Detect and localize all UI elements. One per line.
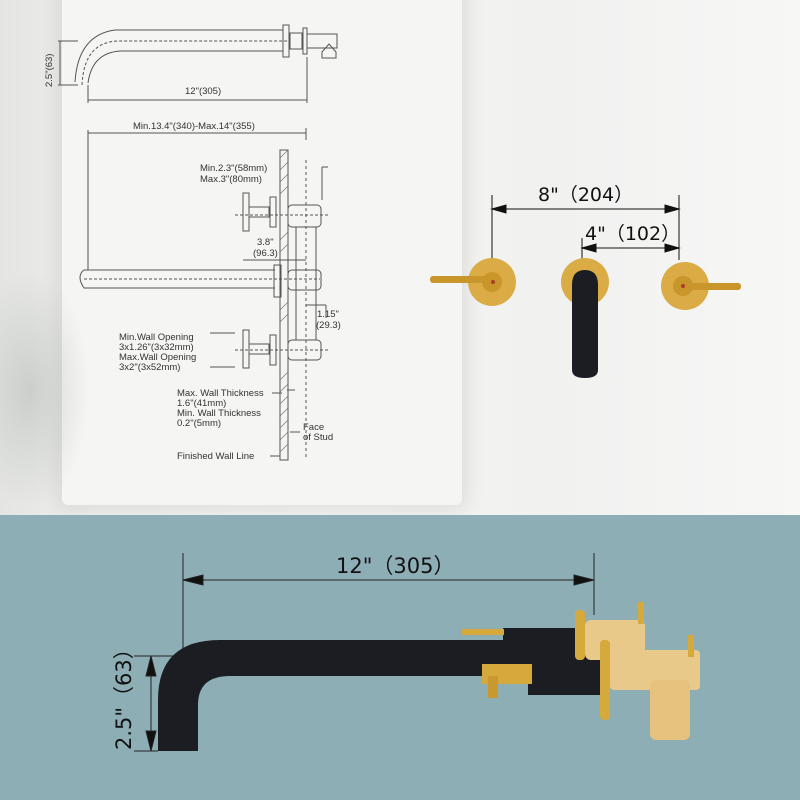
- dim-handle-spread: 8"（204）: [538, 184, 634, 206]
- blurred-mirror-background: [62, 0, 462, 505]
- wall-opening-max-label: Max.Wall Opening: [119, 352, 197, 363]
- wall-opening-min-value: 3x1.26"(3x32mm): [119, 342, 194, 353]
- dim-handle-depth-max: Max.3"(80mm): [200, 174, 262, 185]
- face-of-stud-line2: of Stud: [303, 432, 334, 443]
- face-of-stud-line1: Face: [303, 422, 325, 433]
- dim-handle-offset-mm: (96.3): [253, 248, 278, 259]
- dim-spout-length: 12"(305): [185, 86, 222, 97]
- wall-opening-max-value: 3x2"(3x52mm): [119, 362, 181, 373]
- dim-side-spout-length: 12"（305）: [336, 554, 455, 578]
- wall-opening-min-label: Min.Wall Opening: [119, 332, 194, 343]
- dim-spout-to-handle: 4"（102）: [585, 223, 681, 245]
- top-panel: [0, 0, 800, 515]
- wall-thickness-max-value: 1.6"(41mm): [177, 398, 227, 409]
- wall-thickness-min-label: Min. Wall Thickness: [177, 408, 261, 419]
- dim-overall-span: Min.13.4"(340)-Max.14"(355): [133, 121, 255, 132]
- wall-thickness-max-label: Max. Wall Thickness: [177, 388, 264, 399]
- dim-side-spout-drop: 2.5"（63）: [112, 638, 136, 750]
- side-view-faucet: [158, 602, 700, 751]
- wall-thickness-min-value: 0.2"(5mm): [177, 418, 222, 429]
- finished-wall-line-label: Finished Wall Line: [177, 451, 255, 462]
- dim-valve-offset: 1.15": [317, 309, 339, 320]
- dim-handle-offset: 3.8": [257, 237, 274, 248]
- dim-handle-depth-min: Min.2.3"(58mm): [200, 163, 268, 174]
- dim-spout-height: 2.5"(63): [44, 53, 55, 87]
- front-view-faucet: [430, 258, 741, 378]
- dim-valve-offset-mm: (29.3): [316, 320, 341, 331]
